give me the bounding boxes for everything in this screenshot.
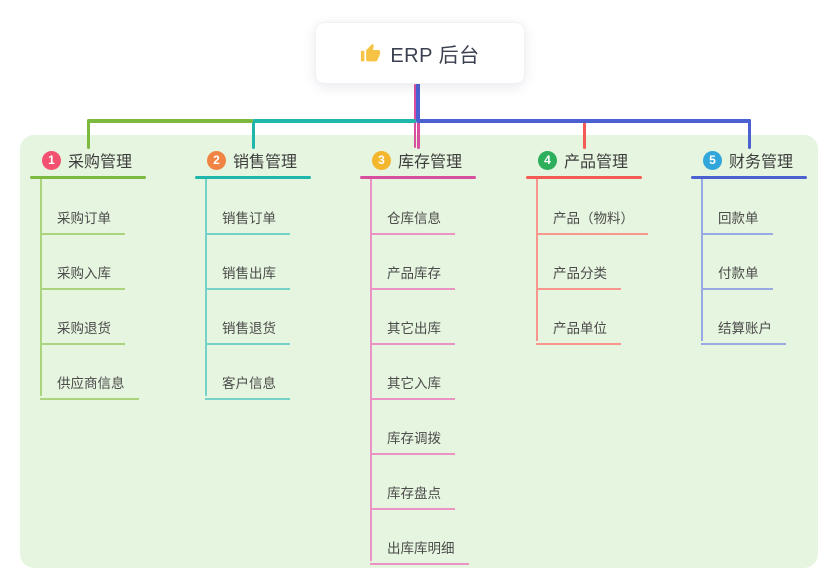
child-node-label: 产品库存 [387,266,441,281]
child-node[interactable]: 产品（物料） [536,207,648,235]
child-node-label: 采购退货 [57,321,111,336]
branch-number-badge: 5 [703,150,722,170]
branch-column: 3 库存管理 仓库信息产品库存其它出库其它入库库存调拨库存盘点出库库明细 [360,149,520,565]
child-node[interactable]: 采购订单 [40,207,125,235]
branch-number-badge: 2 [207,150,226,170]
root-node[interactable]: ERP 后台 [315,22,525,84]
child-node[interactable]: 库存盘点 [370,482,455,510]
branch-title-label: 库存管理 [398,154,463,171]
child-node-label: 产品（物料） [553,211,634,226]
branch-drop-line [416,119,420,149]
child-node[interactable]: 仓库信息 [370,207,455,235]
branch-number-badge: 1 [42,150,61,170]
child-node[interactable]: 出库库明细 [370,537,469,565]
branch-node[interactable]: 5 财务管理 [691,149,839,171]
branch-title-underline [691,176,807,179]
connector-line [253,119,416,123]
branch-node[interactable]: 1 采购管理 [30,149,190,171]
child-node-label: 销售退货 [222,321,276,336]
child-node-label: 客户信息 [222,376,276,391]
branch-column: 1 采购管理 采购订单采购入库采购退货供应商信息 [30,149,190,400]
child-node[interactable]: 销售订单 [205,207,290,235]
child-node-label: 其它出库 [387,321,441,336]
trunk-line [416,82,420,122]
branch-title-underline [526,176,642,179]
child-node[interactable]: 产品库存 [370,262,455,290]
branch-column: 2 销售管理 销售订单销售出库销售退货客户信息 [195,149,355,400]
branch-title-label: 财务管理 [729,154,794,171]
child-node-label: 产品单位 [553,321,607,336]
thumbs-up-icon [360,43,381,64]
branch-spine-line [205,179,207,396]
child-node[interactable]: 付款单 [701,262,773,290]
child-node[interactable]: 采购退货 [40,317,125,345]
branch-spine-line [536,179,538,341]
branch-drop-line [582,119,586,149]
child-node[interactable]: 销售退货 [205,317,290,345]
branch-drop-line [747,119,751,149]
child-node[interactable]: 库存调拨 [370,427,455,455]
child-node[interactable]: 产品分类 [536,262,621,290]
child-node[interactable]: 结算账户 [701,317,786,345]
branch-number-badge: 4 [538,150,557,170]
branch-column: 4 产品管理 产品（物料） 产品分类产品单位 [526,149,686,345]
branch-node[interactable]: 2 销售管理 [195,149,355,171]
child-node-label: 销售订单 [222,211,276,226]
branch-title-label: 产品管理 [564,154,629,171]
branch-title-label: 采购管理 [68,154,133,171]
child-node-label: 回款单 [718,211,759,226]
child-node[interactable]: 销售出库 [205,262,290,290]
branch-drop-line [86,119,90,149]
branch-drop-line [251,119,255,149]
child-node-label: 仓库信息 [387,211,441,226]
child-node-label: 出库库明细 [387,541,455,556]
branch-node[interactable]: 3 库存管理 [360,149,520,171]
connector-line [416,119,751,123]
child-node[interactable]: 供应商信息 [40,372,139,400]
child-node-label: 采购入库 [57,266,111,281]
child-node[interactable]: 产品单位 [536,317,621,345]
child-node[interactable]: 其它入库 [370,372,455,400]
child-node[interactable]: 回款单 [701,207,773,235]
child-node-label: 付款单 [718,266,759,281]
root-node-label: ERP 后台 [390,44,480,67]
branch-spine-line [701,179,703,341]
connector-line [88,119,253,123]
branch-node[interactable]: 4 产品管理 [526,149,686,171]
branch-title-underline [360,176,476,179]
child-node-label: 产品分类 [553,266,607,281]
branch-spine-line [370,179,372,561]
child-node-label: 其它入库 [387,376,441,391]
branch-drop-line [414,84,417,148]
branch-number-badge: 3 [372,150,391,170]
branch-spine-line [40,179,42,396]
branch-column: 5 财务管理 回款单付款单结算账户 [691,149,839,345]
branch-title-underline [30,176,146,179]
child-node-label: 库存调拨 [387,431,441,446]
child-node-label: 库存盘点 [387,486,441,501]
child-node[interactable]: 其它出库 [370,317,455,345]
branch-title-underline [195,176,311,179]
child-node-label: 结算账户 [718,321,772,336]
child-node-label: 采购订单 [57,211,111,226]
mindmap-panel [20,135,818,568]
child-node[interactable]: 采购入库 [40,262,125,290]
child-node-label: 供应商信息 [57,376,125,391]
branch-title-label: 销售管理 [233,154,298,171]
child-node[interactable]: 客户信息 [205,372,290,400]
child-node-label: 销售出库 [222,266,276,281]
